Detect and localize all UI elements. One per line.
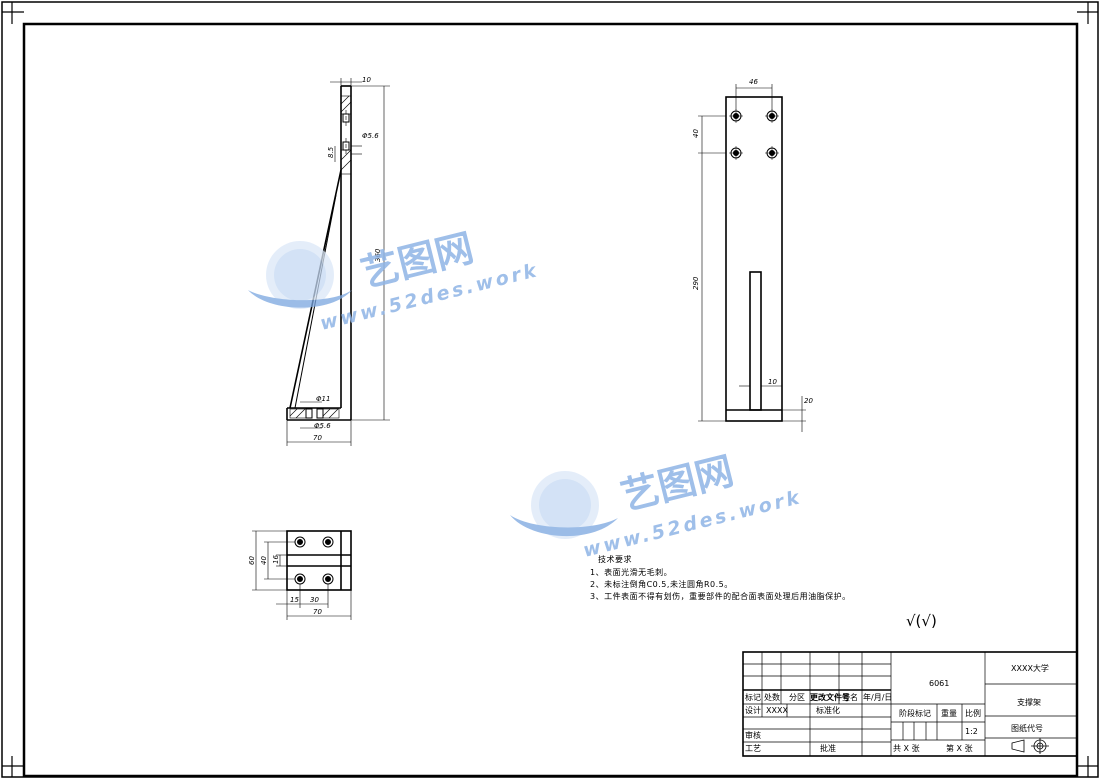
- tech-item-3: 3、工件表面不得有划伤，重要部件的配合面表面处理后用油脂保护。: [590, 591, 851, 601]
- top-dim-2: 40: [260, 556, 268, 565]
- globe-icon: [510, 471, 618, 539]
- material-value: 6061: [929, 679, 949, 688]
- top-dim-3: 16: [272, 555, 280, 564]
- design-label: 设计: [745, 705, 761, 715]
- top-dim-4: 15: [290, 596, 299, 604]
- hdr-sign: 签名: [842, 692, 858, 702]
- top-dim-1: 60: [248, 556, 256, 565]
- front-dim-4: 10: [768, 378, 777, 386]
- scale-value: 1:2: [965, 727, 978, 736]
- title-header-labels: 标记 处数 分区 更改文件号 签名 年/月/日: [745, 692, 892, 702]
- side-dim-6: Φ5.6: [314, 422, 331, 430]
- review-label: 审核: [745, 730, 761, 740]
- standardize-label: 标准化: [816, 705, 840, 715]
- hdr-zone: 分区: [789, 693, 805, 702]
- top-dim-5: 30: [310, 596, 319, 604]
- watermark-logo-1: 艺图网 www.52des.work: [248, 225, 541, 335]
- surface-roughness-symbol: √(√): [906, 612, 937, 630]
- hdr-mark: 标记: [745, 692, 761, 702]
- side-dim-3: 8.5: [327, 146, 335, 158]
- tech-item-1: 1、表面光滑无毛刺。: [590, 567, 672, 577]
- side-dim-1: 10: [362, 76, 371, 84]
- tech-requirements: 技术要求 1、表面光滑无毛刺。 2、未标注倒角C0.5,未注圆角R0.5。 3、…: [590, 554, 851, 601]
- stage-label: 阶段标记: [899, 708, 931, 718]
- part-name: 支撑架: [1017, 697, 1041, 707]
- side-dim-7: 70: [313, 434, 322, 442]
- approve-label: 批准: [820, 743, 836, 753]
- front-view: 46 40 290 10 20: [692, 78, 813, 432]
- tech-item-2: 2、未标注倒角C0.5,未注圆角R0.5。: [590, 579, 733, 589]
- side-view: 10 Φ5.6 8.5 360 Φ11 Φ5.6 70: [286, 76, 390, 446]
- sheets-total: 共 X 张: [893, 744, 920, 753]
- process-label: 工艺: [745, 744, 761, 753]
- front-dim-2: 40: [692, 129, 700, 138]
- hdr-count: 处数: [764, 692, 780, 702]
- sheet-number: 第 X 张: [946, 743, 973, 753]
- side-dim-5: Φ11: [316, 395, 330, 403]
- designer-name: XXXX: [766, 706, 788, 715]
- inner-border: [22, 22, 1079, 778]
- weight-label: 重量: [941, 708, 957, 718]
- front-dim-3: 290: [692, 276, 700, 290]
- hdr-date: 年/月/日: [863, 692, 892, 702]
- globe-icon: [248, 241, 352, 309]
- scale-label: 比例: [965, 708, 981, 718]
- projection-symbol-icon: [1011, 738, 1049, 754]
- watermark-logo-2: 艺图网 www.52des.work: [510, 448, 804, 562]
- front-dim-5: 20: [804, 397, 813, 405]
- hdr-change-doc: 更改文件号: [810, 692, 850, 702]
- top-holes: [294, 536, 334, 585]
- front-dim-1: 46: [749, 78, 758, 86]
- drawing-code-label: 图纸代号: [1011, 723, 1043, 733]
- school-name: XXXX大学: [1011, 663, 1049, 673]
- side-dim-4: 360: [374, 248, 382, 262]
- top-view: 60 40 16 15 30 70: [248, 530, 352, 620]
- top-dim-6: 70: [313, 608, 322, 616]
- title-block: 标记 处数 分区 更改文件号 签名 年/月/日 设计 XXXX 标准化 审核 工…: [742, 651, 1078, 757]
- side-dim-2: Φ5.6: [362, 132, 379, 140]
- tech-title: 技术要求: [598, 554, 632, 564]
- front-holes: [729, 109, 779, 160]
